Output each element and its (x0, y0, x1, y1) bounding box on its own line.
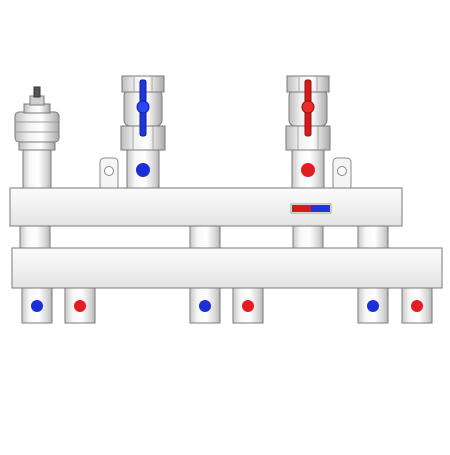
ball-valve-red-icon (285, 75, 331, 191)
flow-marker-dot-icon (301, 163, 315, 177)
mounting-bracket-icon (99, 157, 119, 191)
flow-marker-dot-icon (367, 300, 379, 312)
brand-logo (290, 203, 332, 214)
flow-marker-dot-icon (199, 300, 211, 312)
flow-marker-dot-icon (136, 163, 150, 177)
lower-manifold-bar (11, 247, 443, 289)
flow-marker-dot-icon (242, 300, 254, 312)
mounting-bracket-icon (332, 157, 352, 191)
flow-marker-dot-icon (74, 300, 86, 312)
flow-marker-dot-icon (411, 300, 423, 312)
upper-manifold-bar (9, 187, 403, 227)
air-vent-icon (14, 86, 60, 191)
flow-marker-dot-icon (31, 300, 43, 312)
outlet-markers (31, 300, 423, 312)
connector-pipes-middle (19, 223, 389, 251)
